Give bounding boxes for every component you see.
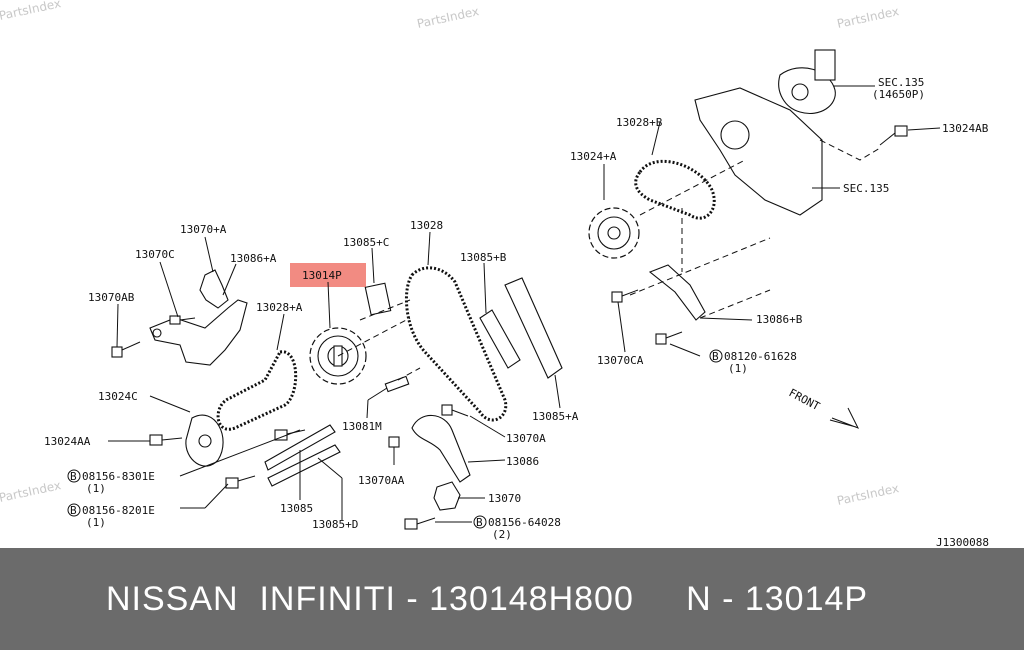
watermark: PartsIndex [416, 4, 481, 31]
label-13024aa: 13024AA [44, 435, 91, 448]
label-13070c: 13070C [135, 248, 175, 261]
bolt-13070ca [611, 289, 639, 303]
label-13086: 13086 [506, 455, 539, 468]
assembly-line [359, 299, 411, 321]
watermark: PartsIndex [836, 4, 901, 31]
plate-13024c [185, 414, 224, 467]
bolt-marker: B [70, 470, 77, 483]
watermark: PartsIndex [836, 481, 901, 508]
label-13070ca: 13070CA [597, 354, 644, 367]
label-13081m: 13081M [342, 420, 382, 433]
label-13070: 13070 [488, 492, 521, 505]
label-13070aa: 13070AA [358, 474, 405, 487]
assembly-line [337, 317, 411, 357]
bolt-13070a [441, 404, 469, 417]
qty-08156-8301e: (1) [86, 482, 106, 495]
label-13086b: 13086+B [756, 313, 803, 326]
leader-lines [108, 85, 941, 523]
watermark: PartsIndex [0, 478, 62, 505]
callout-08156-64028: B 08156-64028 (2) [473, 515, 561, 541]
label-13028: 13028 [410, 219, 443, 232]
bolt-13024aa [149, 434, 183, 446]
label-13028b: 13028+B [616, 116, 663, 129]
bolt-08156-8201e [225, 475, 256, 489]
diagram-id: J1300088 [936, 536, 989, 548]
timing-chain-13028a [216, 350, 298, 431]
assembly-line [819, 139, 881, 161]
bolt-08120-61628 [655, 331, 683, 345]
bolt-13024ab [879, 125, 908, 146]
bolt-marker: B [712, 350, 719, 363]
label-sec135-pump: SEC.135 [878, 76, 924, 89]
label-08156-64028: 08156-64028 [488, 516, 561, 529]
label-08156-8301e: 08156-8301E [82, 470, 155, 483]
guide-13085a [504, 277, 563, 379]
timing-chain-13028b [634, 159, 716, 220]
sprocket-13024a [588, 207, 640, 259]
front-label: FRONT [787, 386, 823, 413]
label-13070ab: 13070AB [88, 291, 135, 304]
label-13085a: 13085+A [532, 410, 579, 423]
front-arrow-icon: FRONT [787, 386, 860, 429]
bracket-hole [152, 328, 162, 338]
label-13070a-plus: 13070+A [180, 223, 227, 236]
cover-sec135 [694, 87, 823, 216]
label-13085: 13085 [280, 502, 313, 515]
chain-guide-13085d [267, 444, 341, 487]
label-sec135-cover: SEC.135 [843, 182, 889, 195]
guide-13085b [479, 309, 521, 369]
tensioner-13070a [199, 269, 229, 309]
bolt-08156-8301e [274, 429, 306, 441]
label-13070a: 13070A [506, 432, 546, 445]
tensioner-arm-13086 [411, 414, 471, 483]
watermark: PartsIndex [0, 0, 62, 23]
chain-guide-13085 [264, 424, 336, 471]
assembly-line [639, 159, 746, 216]
label-13014p: 13014P [302, 269, 342, 282]
label-sec135-pump-sub: (14650P) [872, 88, 925, 101]
timing-chain-13028 [404, 266, 508, 422]
callout-08120-61628: B 08120-61628 (1) [709, 349, 797, 375]
bolt-13070ab [111, 341, 141, 358]
pin-13081m [384, 375, 410, 393]
chain-guide-13086a [149, 299, 248, 366]
label-13028a: 13028+A [256, 301, 303, 314]
label-13086a: 13086+A [230, 252, 277, 265]
bolt-13070c [169, 315, 196, 325]
label-08156-8201e: 08156-8201E [82, 504, 155, 517]
parts-diagram: PartsIndex PartsIndex PartsIndex PartsIn… [0, 0, 989, 548]
label-08120-61628: 08120-61628 [724, 350, 797, 363]
cover-opening [720, 120, 750, 150]
bolt-13070aa [388, 436, 400, 465]
footer-title: NISSAN INFINITI - 130148H800 N - 13014P [106, 579, 869, 618]
footer-bar: NISSAN INFINITI - 130148H800 N - 13014P [0, 548, 1024, 650]
label-13024c: 13024C [98, 390, 138, 403]
callout-08156-8201e: B 08156-8201E (1) [67, 503, 155, 529]
qty-08156-8201e: (1) [86, 516, 106, 529]
label-13085b: 13085+B [460, 251, 507, 264]
assembly-line [699, 289, 771, 319]
label-13085c: 13085+C [343, 236, 389, 249]
qty-08156-64028: (2) [492, 528, 512, 541]
label-13024a: 13024+A [570, 150, 617, 163]
guide-13086b [648, 264, 706, 321]
pump-14650p [778, 49, 836, 114]
label-13024ab: 13024AB [942, 122, 989, 135]
bolt-marker: B [70, 504, 77, 517]
assembly-line [629, 237, 771, 296]
qty-08120-61628: (1) [728, 362, 748, 375]
label-13085d: 13085+D [312, 518, 358, 531]
bolt-08156-64028 [404, 517, 436, 530]
tensioner-13070 [433, 481, 461, 511]
callout-08156-8301e: B 08156-8301E (1) [67, 469, 155, 495]
bolt-marker: B [476, 516, 483, 529]
guide-13085c [364, 282, 392, 316]
assembly-line [397, 367, 421, 381]
